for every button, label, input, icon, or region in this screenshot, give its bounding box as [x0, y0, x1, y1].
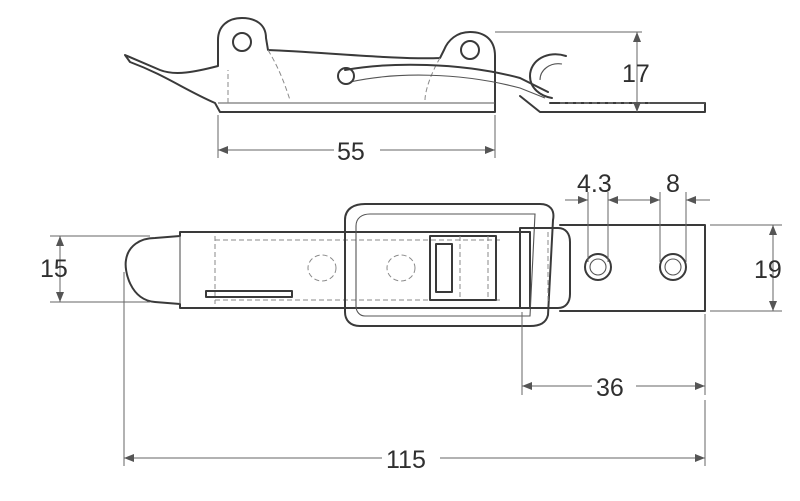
catch-width-label: 19	[754, 256, 782, 284]
side-view-hook-inner	[539, 63, 563, 81]
dimension-hole-spacing: 8	[640, 170, 710, 262]
side-view-spring-wire-inner	[349, 74, 546, 99]
top-view-hasp-body	[124, 231, 531, 309]
top-view-rivet-right	[386, 254, 416, 282]
top-view-wire-loop-inner	[355, 213, 536, 317]
top-view-buckle-frame	[429, 235, 497, 301]
dimension-catch-length: 36	[521, 312, 706, 402]
side-view-rivet	[337, 67, 355, 85]
side-height-label: 17	[622, 60, 650, 88]
top-view-catch-plate	[559, 224, 706, 312]
top-view-mounting-hole-1-inner	[589, 258, 607, 276]
side-view-lever	[124, 17, 496, 113]
side-view-pivot-hole-right	[460, 40, 480, 60]
top-view-mounting-hole-1	[584, 253, 612, 281]
top-view-buckle-hidden	[459, 236, 489, 300]
top-view-rivet-left	[307, 254, 337, 282]
top-view	[124, 203, 706, 327]
top-view-hasp-hidden	[214, 236, 500, 304]
hasp-width-label: 15	[40, 255, 68, 283]
dimension-side-width: 55	[217, 115, 496, 166]
hole-diameter-label: 4.3	[577, 170, 612, 198]
top-view-slot	[205, 290, 293, 298]
dimension-side-height: 17	[495, 31, 705, 112]
side-view-hook	[529, 53, 567, 99]
top-view-buckle-inner	[435, 243, 453, 293]
dimension-overall-length: 115	[123, 272, 706, 474]
hole-spacing-label: 8	[666, 170, 680, 198]
overall-length-label: 115	[386, 446, 426, 474]
side-view-catch-plate	[519, 95, 706, 113]
side-width-label: 55	[337, 138, 365, 166]
dimension-hole-diameter: 4.3	[565, 170, 650, 262]
top-view-wire-loop	[344, 203, 555, 327]
dimension-hasp-width: 15	[40, 235, 150, 303]
side-view-spring-wire	[344, 63, 549, 93]
top-view-mounting-hole-2-inner	[664, 258, 682, 276]
catch-length-label: 36	[596, 374, 624, 402]
dimension-catch-width: 19	[710, 224, 782, 312]
top-view-mounting-hole-2	[659, 253, 687, 281]
side-view-hidden-lines	[227, 49, 441, 103]
top-view-hook	[519, 227, 571, 309]
side-view-pivot-hole-left	[232, 32, 252, 52]
